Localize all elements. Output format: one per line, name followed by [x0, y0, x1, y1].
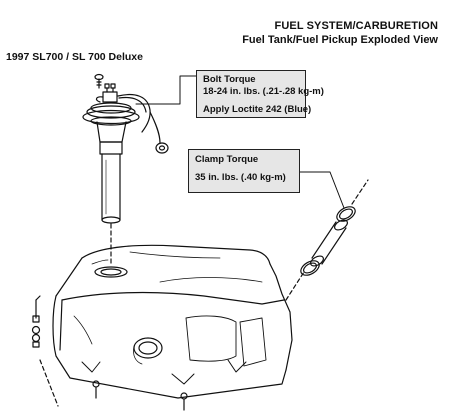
clamp-torque-callout: Clamp Torque 35 in. lbs. (.40 kg-m): [188, 149, 300, 193]
fuel-pickup-assembly: [82, 83, 169, 224]
pickup-bolt: [94, 73, 104, 89]
clamp-torque-heading: Clamp Torque: [195, 154, 259, 165]
fuel-tank: [52, 244, 293, 399]
page-title: FUEL SYSTEM/CARBURETION: [274, 20, 438, 32]
tank-mount-bolt: [31, 295, 59, 407]
bolt-loctite-note: Apply Loctite 242 (Blue): [203, 104, 312, 115]
fuel-hose-assembly: [300, 206, 356, 276]
clamp-torque-value: 35 in. lbs. (.40 kg-m): [195, 172, 286, 183]
tank-lower-fastener: [92, 380, 188, 411]
model-label: 1997 SL700 / SL 700 Deluxe: [6, 51, 143, 63]
bolt-torque-value: 18-24 in. lbs. (.21-.28 kg-m): [203, 86, 324, 97]
bolt-torque-callout: Bolt Torque 18-24 in. lbs. (.21-.28 kg-m…: [196, 70, 324, 118]
bolt-torque-heading: Bolt Torque: [203, 74, 256, 85]
page-subtitle: Fuel Tank/Fuel Pickup Exploded View: [242, 34, 438, 46]
